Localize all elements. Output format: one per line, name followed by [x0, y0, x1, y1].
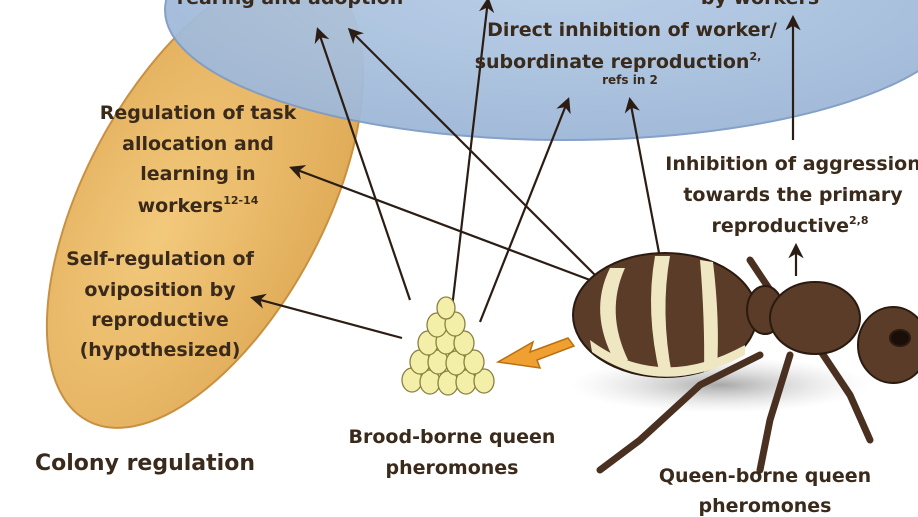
label-task-4: workers12-14	[138, 194, 259, 217]
label-task-4-text: workers	[138, 195, 224, 217]
label-by-workers-partial: by workers	[701, 0, 819, 9]
brood-eggs	[401, 296, 495, 396]
arrow-queen-to-task	[289, 165, 591, 282]
label-direct-inhibition-2-text: subordinate reproduction	[475, 51, 750, 73]
arrow-brood-to-self-regulation	[250, 293, 403, 340]
arrow-brood-to-direct-inhibition	[478, 97, 571, 323]
label-task-1: Regulation of task	[100, 102, 297, 124]
ant-stripe	[651, 256, 672, 375]
label-aggression-sup: 2,8	[849, 214, 869, 227]
label-task-2: allocation and	[122, 133, 274, 155]
orange-arrow	[495, 337, 576, 369]
label-self-2: oviposition by	[84, 279, 236, 301]
label-task-3: learning in	[140, 163, 255, 185]
label-aggression-3-text: reproductive	[711, 215, 849, 237]
label-aggression-1: Inhibition of aggression	[665, 153, 918, 175]
label-direct-inhibition-2: subordinate reproduction2,	[475, 50, 762, 73]
label-direct-inhibition-ref: refs in 2	[602, 73, 658, 87]
ant-stripe	[600, 268, 628, 362]
ant-head	[857, 306, 918, 384]
label-self-1: Self-regulation of	[66, 248, 254, 270]
label-self-4: (hypothesized)	[80, 339, 241, 361]
label-queen-2: pheromones	[698, 495, 831, 517]
label-brood-2: pheromones	[385, 457, 518, 479]
arrows	[250, 0, 804, 340]
label-brood-1: Brood-borne queen	[349, 426, 556, 448]
label-aggression-3: reproductive2,8	[711, 214, 868, 237]
label-direct-inhibition-sup: 2,	[749, 50, 761, 63]
label-aggression-2: towards the primary	[683, 184, 903, 206]
ant-eye	[889, 329, 911, 347]
label-task-sup: 12-14	[223, 194, 259, 207]
arrow-brood-to-rearing	[314, 27, 412, 301]
ant-thorax	[769, 281, 861, 355]
arrow-queen-to-direct-inhibition	[624, 96, 662, 259]
arrow-brood-up	[450, 0, 495, 309]
ant-stripe	[700, 260, 718, 372]
arrow-queen-to-rearing	[347, 27, 596, 276]
label-self-3: reproductive	[91, 309, 229, 331]
queen-ant	[572, 252, 918, 474]
label-queen-1: Queen-borne queen	[659, 465, 871, 487]
ant-lower-band	[590, 340, 745, 377]
label-direct-inhibition-1: Direct inhibition of worker/	[487, 19, 777, 41]
ant-legs	[596, 256, 874, 474]
label-colony-regulation: Colony regulation	[35, 451, 255, 476]
label-rearing-partial: rearing and adoption	[177, 0, 404, 9]
